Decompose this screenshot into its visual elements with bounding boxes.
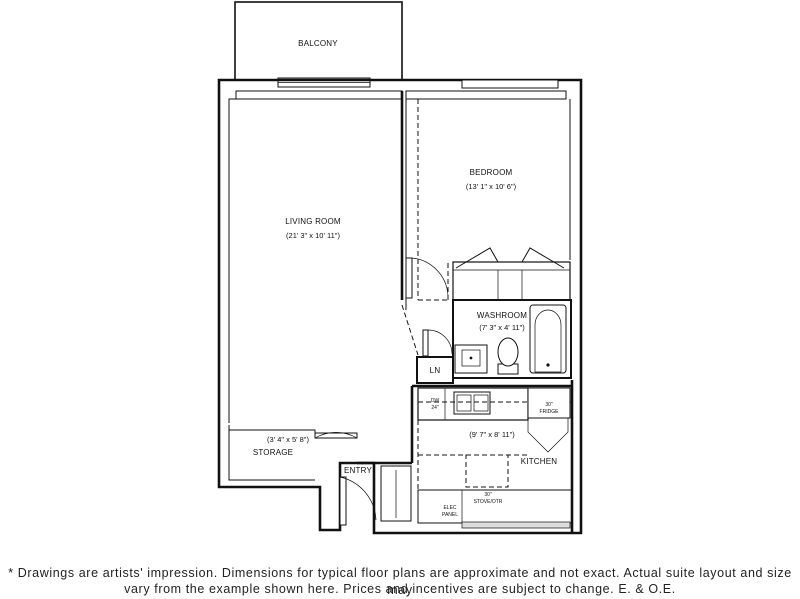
stove-label: STOVE/OTR [474,499,503,505]
stove-size: 30" [484,492,492,498]
linen-closet [416,356,454,384]
bedroom-walls [405,91,571,310]
living-room-label: LIVING ROOM [285,217,341,226]
bedroom-label: BEDROOM [470,168,513,177]
entry-area [339,461,412,526]
window-bedroom [405,79,567,100]
balcony-area [234,1,403,88]
living-room-dims: (21' 3" x 10' 11") [286,231,340,240]
washroom-label: WASHROOM [477,311,527,320]
dishwasher-label: DW [431,398,440,404]
fridge-label: FRIDGE [540,409,560,415]
living-room-outline [228,91,404,423]
storage-dims: (3' 4" x 5' 8") [267,435,309,444]
balcony-label: BALCONY [298,39,338,48]
exterior-wall [217,78,583,535]
window-living [235,90,403,100]
disclaimer-line-2: vary from the example shown here. Prices… [124,582,676,596]
washroom-dims: (7' 3" x 4' 11") [479,323,525,332]
kitchen-label: KITCHEN [521,457,558,466]
storage-closet [228,425,358,481]
panel-label: ELEC [443,505,456,511]
bedroom-dims: (13' 1" x 10' 6") [466,182,517,191]
disclaimer-line-1: * Drawings are artists' impression. Dime… [8,566,792,597]
entry-label: ENTRY [344,466,372,475]
storage-label: STORAGE [253,448,293,457]
panel-label-2: PANEL [442,512,458,518]
fridge-size: 30" [545,402,553,408]
dishwasher-size: 24" [431,405,439,411]
kitchen-dims: (9' 7" x 8' 11") [469,430,515,439]
bedroom-closet [452,247,571,301]
linen-label: LN [430,366,441,375]
kitchen-area [410,380,574,533]
